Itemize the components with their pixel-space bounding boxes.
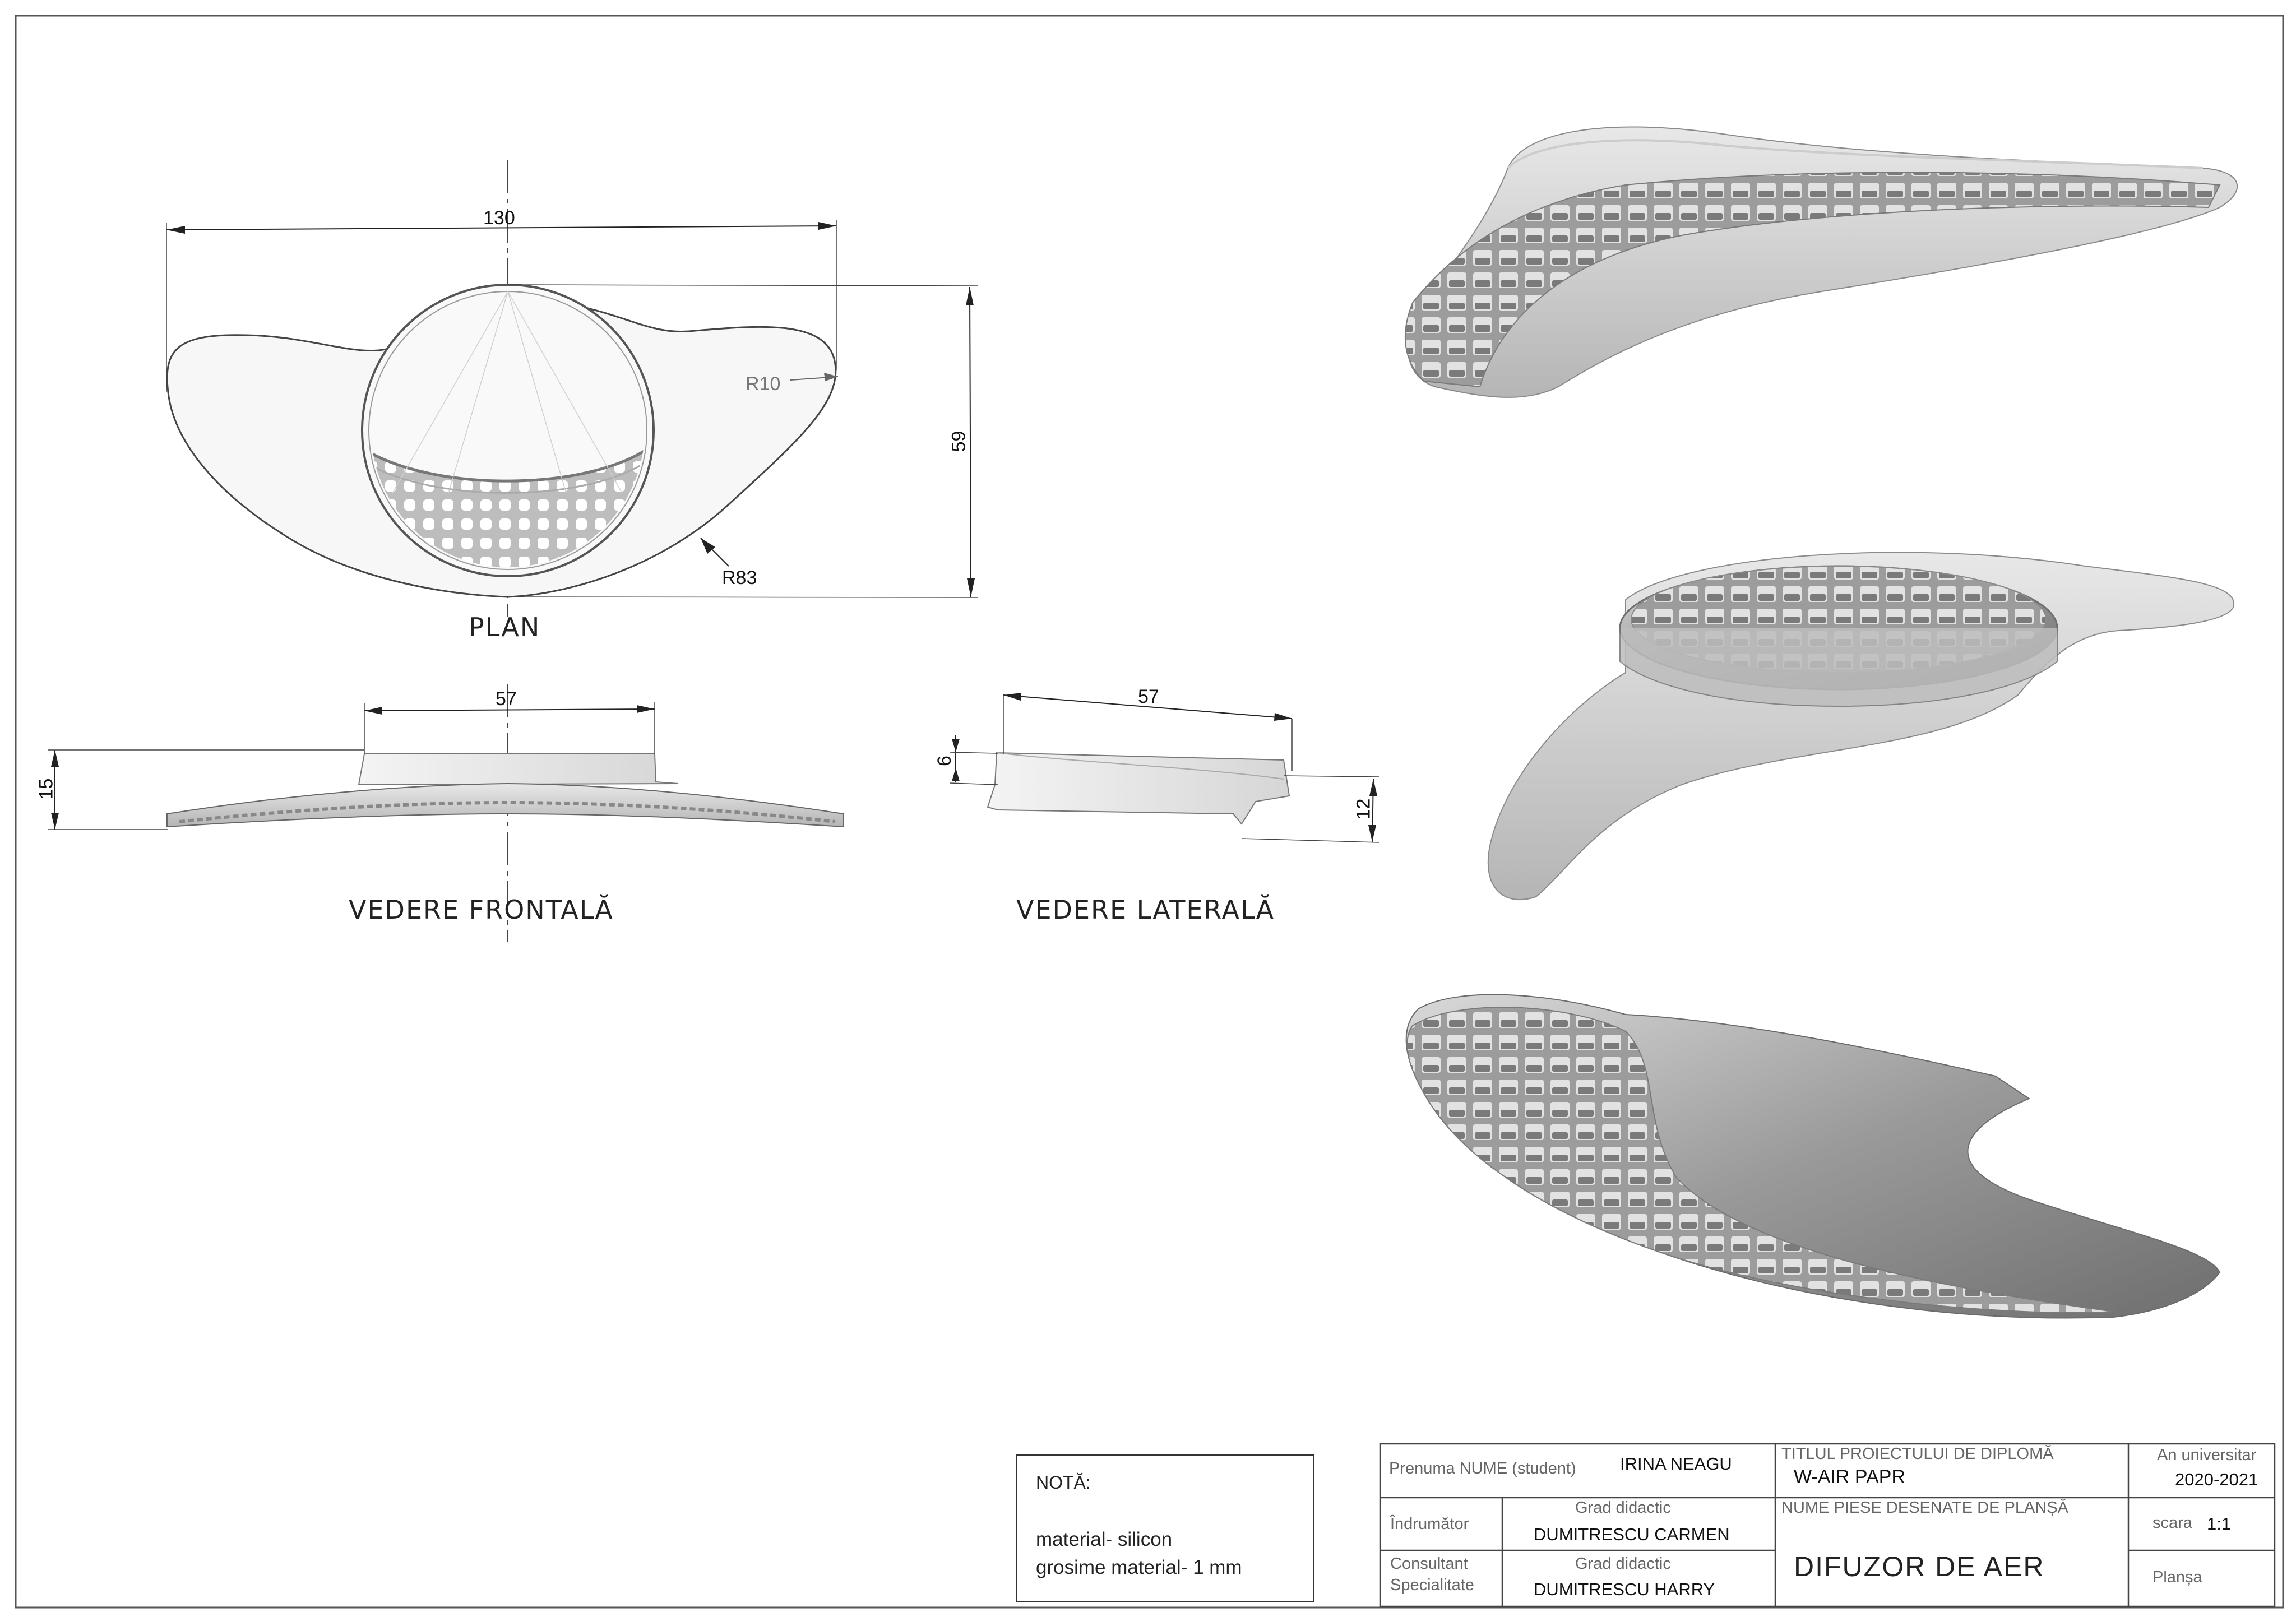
consultant-grade-label: Grad didactic	[1575, 1555, 1671, 1573]
side-view-title: VEDERE LATERALĂ	[1016, 895, 1275, 925]
parts-label: NUME PIESE DESENATE DE PLANȘĂ	[1781, 1499, 2068, 1517]
front-view-title: VEDERE FRONTALĂ	[349, 895, 614, 925]
advisor-grade-label: Grad didactic	[1575, 1499, 1671, 1517]
dim-radius-large: R83	[722, 567, 757, 589]
consultant-name: DUMITRESCU HARRY	[1534, 1579, 1715, 1599]
render-3d-top	[1487, 552, 2235, 900]
render-3d-side	[1405, 994, 2221, 1319]
dim-front-height: 15	[35, 778, 57, 800]
consultant-label: Consultant	[1390, 1555, 1468, 1573]
advisor-label: Îndrumător	[1390, 1515, 1469, 1533]
sheet-frame	[15, 15, 2284, 1609]
student-name: IRINA NEAGU	[1620, 1454, 1732, 1474]
project-label: TITLUL PROIECTULUI DE DIPLOMĂ	[1781, 1445, 2054, 1463]
student-label: Prenuma NUME (student)	[1389, 1460, 1576, 1477]
dim-front-width: 57	[496, 688, 517, 710]
part-name: DIFUZOR DE AER	[1794, 1551, 2045, 1582]
dim-radius-small: R10	[746, 373, 781, 395]
advisor-name: DUMITRESCU CARMEN	[1534, 1525, 1730, 1544]
note-thickness: grosime material- 1 mm	[1036, 1557, 1242, 1578]
sheet-label: Planșa	[2152, 1568, 2202, 1586]
project-title: W-AIR PAPR	[1794, 1466, 1905, 1488]
note-box: NOTĂ: material- silicon grosime material…	[1016, 1454, 1314, 1602]
dim-side-top: 6	[933, 756, 955, 766]
dim-plan-height: 59	[948, 430, 970, 452]
render-3d-underside	[1404, 126, 2238, 398]
note-title: NOTĂ:	[1036, 1472, 1091, 1493]
side-view-drawing	[950, 693, 1380, 843]
scale-value: 1:1	[2207, 1514, 2232, 1534]
dim-plan-width: 130	[483, 207, 515, 229]
note-material: material- silicon	[1036, 1528, 1173, 1550]
dim-side-width: 57	[1138, 686, 1159, 707]
scale-label: scara	[2152, 1514, 2192, 1532]
plan-view-drawing	[166, 160, 979, 617]
specialty-label: Specialitate	[1390, 1576, 1474, 1594]
year-value: 2020-2021	[2175, 1470, 2258, 1489]
front-view-drawing	[48, 684, 844, 942]
plan-view-title: PLAN	[469, 612, 541, 642]
title-block-grid	[1379, 1443, 2276, 1608]
dim-side-height: 12	[1353, 798, 1374, 820]
year-label: An universitar	[2157, 1446, 2257, 1464]
